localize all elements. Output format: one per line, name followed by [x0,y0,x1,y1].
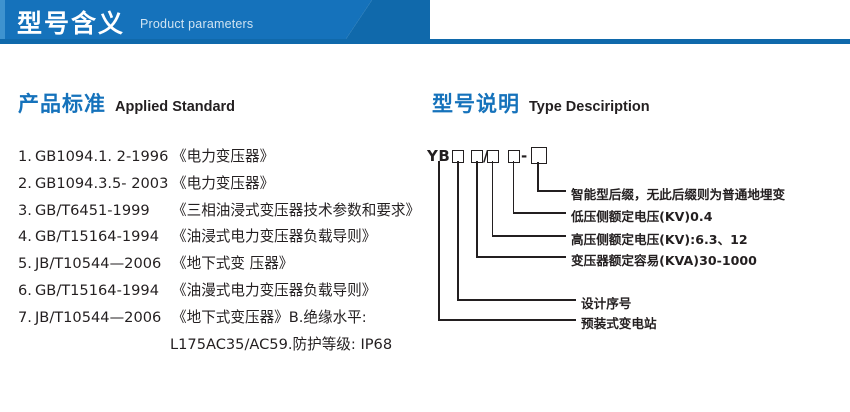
standard-code: GB/T15164-1994 [35,281,159,299]
banner-bottom-rule [0,39,850,44]
standard-number: 7. [18,308,32,326]
standard-name: 《电力变压器》 [172,174,275,192]
standard-code: GB/T15164-1994 [35,228,159,246]
section-title-en: Applied Standard [115,99,236,115]
standards-list: 1.GB1094.1. 2-1996《电力变压器》 2.GB1094.3.5- … [18,145,438,359]
leader-line-substation-vertical [438,161,440,321]
section-title-type-description: 型号说明 Type Desciription [432,88,650,118]
annotation-hv: 高压侧额定电压(KV):6.3、12 [571,232,748,247]
standard-code: GB/T6451-1999 [35,201,150,219]
annotation-lv: 低压侧额定电压(KV)0.4 [571,209,713,224]
leader-line-substation-horizontal [438,319,576,321]
list-item: 5.JB/T10544—2006 《地下式变 压器》 [18,252,438,279]
standard-number: 2. [18,174,32,192]
leader-line-capacity-horizontal [476,256,566,258]
section-title-cn: 产品标准 [18,92,106,116]
standard-name: 《电力变压器》 [172,148,275,165]
leader-line-design-no-vertical [457,161,459,301]
leader-line-capacity-vertical [476,161,478,258]
banner-shape-primary [0,0,372,39]
standard-code: JB/T10544—2006 [35,308,162,326]
standard-number: 5. [18,255,32,273]
list-item: 2.GB1094.3.5- 2003《电力变压器》 [18,172,438,199]
leader-line-hv-vertical [491,161,494,237]
standard-name: 《地下式变压器》B.绝缘水平: [172,308,367,326]
list-item: 1.GB1094.1. 2-1996《电力变压器》 [18,145,438,172]
leader-line-lv-vertical [512,161,515,214]
type-code-box-2 [471,150,483,163]
banner-left-edge [0,0,5,39]
section-title-applied-standard: 产品标准 Applied Standard [18,88,235,118]
annotation-substation: 预装式变电站 [581,316,657,331]
type-code-dash: - [521,147,528,165]
standard-code: JB/T10544—2006 [35,255,162,273]
standard-code: GB1094.3.5- 2003 [35,174,169,192]
section-title-en: Type Desciription [529,99,650,115]
section-title-cn: 型号说明 [432,92,520,116]
type-code-box-3 [487,150,499,163]
standard-name: 《地下式变 压器》 [172,255,294,273]
annotation-suffix: 智能型后缀，无此后缀则为普通地埋变 [571,187,786,202]
type-code-box-5 [531,147,547,164]
leader-line-lv-horizontal [512,212,566,214]
standard-name: 《三相油浸式变压器技术参数和要求》 [172,201,421,219]
banner-title-cn: 型号含义 [17,9,126,38]
standard-number: 6. [18,281,32,299]
page-header-banner: 型号含义 Product parameters [0,0,850,45]
list-item: 4.GB/T15164-1994 《油浸式电力变压器负载导则》 [18,225,438,252]
annotation-design-no: 设计序号 [581,296,632,311]
type-code-box-1 [452,150,464,163]
leader-line-suffix-horizontal [537,190,566,192]
list-item: 3.GB/T6451-1999 《三相油浸式变压器技术参数和要求》 [18,199,438,226]
annotation-capacity: 变压器额定容易(KVA)30-1000 [571,253,757,268]
list-item: 7.JB/T10544—2006 《地下式变压器》B.绝缘水平: [18,306,438,333]
standard-number: 1. [18,148,32,165]
standard-number: 3. [18,201,32,219]
standard-code: GB1094.1. 2-1996 [35,148,169,165]
leader-line-hv-horizontal [491,235,566,237]
standard-name: 《油漫式电力变压器负载导则》 [172,281,377,299]
leader-line-suffix-vertical [537,162,539,192]
standard-name: 《油浸式电力变压器负载导则》 [172,228,377,246]
list-item: 6.GB/T15164-1994 《油漫式电力变压器负载导则》 [18,279,438,306]
standard-continuation-line: L175AC35/AC59.防护等级: IP68 [170,335,393,353]
leader-line-design-no-horizontal [457,299,576,301]
type-code-slash: / [483,147,489,165]
type-code-box-4 [508,150,520,163]
banner-title-en: Product parameters [140,17,254,31]
standard-number: 4. [18,228,32,246]
